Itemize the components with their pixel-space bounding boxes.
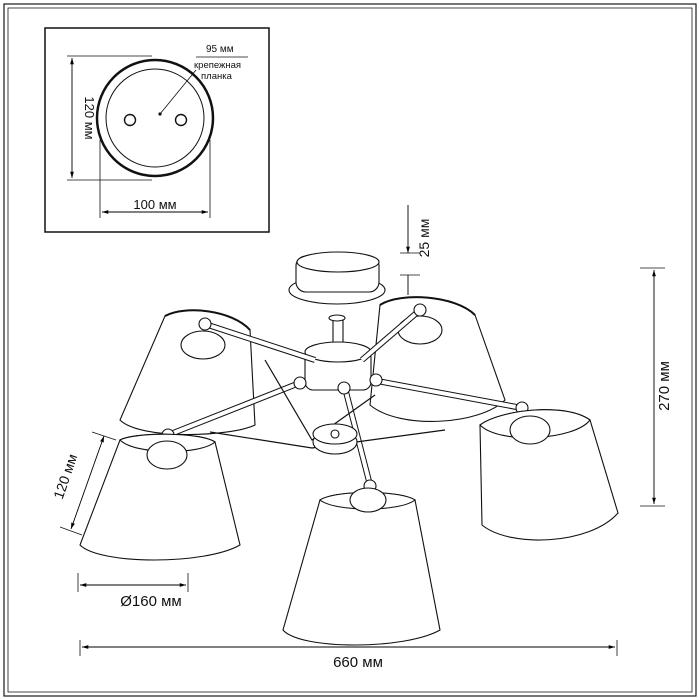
mount-hole-right [174, 113, 188, 127]
socket-front-right [509, 415, 551, 445]
inset-95-label: 95 мм [206, 44, 234, 55]
mounting-plate-label-2: планка [201, 71, 233, 82]
mounting-plate-label-1: крепежная [194, 60, 241, 71]
inset-100-label: 100 мм [133, 197, 176, 212]
lower-brace [209, 429, 446, 449]
socket-front-left [146, 440, 188, 470]
stem-cap [328, 314, 346, 322]
shade-back-right-rim [379, 296, 476, 316]
inner-frame [7, 7, 693, 693]
total-height-label: 270 мм [656, 361, 673, 411]
ext-120-bottom [59, 526, 83, 536]
shade-height-label: 120 мм [50, 452, 80, 501]
arm-front-center [343, 387, 372, 486]
shade-back-left-rim [164, 309, 251, 331]
knuckle-hub-center [337, 381, 351, 395]
knuckle-hub-left [293, 376, 307, 390]
dim-shade-height [70, 435, 105, 530]
canopy-outer-circle [95, 58, 215, 178]
socket-front-center [349, 487, 387, 513]
arm-back-right [360, 308, 422, 362]
knuckle-back-left [198, 317, 212, 331]
mounting-inset: 95 мм крепежная планка 120 мм 100 мм [44, 27, 270, 233]
arm-back-left [204, 322, 316, 362]
knuckle-hub-right [369, 373, 383, 387]
total-width-label: 660 мм [333, 654, 383, 671]
shade-front-center [282, 492, 441, 646]
socket-back-left [180, 330, 226, 360]
leader-line [159, 69, 197, 115]
canopy-top [296, 251, 380, 273]
chandelier [79, 251, 619, 646]
lower-hub-bolt [330, 429, 340, 439]
shade-back-left [119, 309, 256, 436]
arm-front-left [167, 380, 303, 437]
canopy-height-label: 25 мм [416, 219, 432, 258]
outer-frame [3, 3, 697, 697]
shade-diameter-label: Ø160 мм [120, 593, 182, 610]
knuckle-back-right [413, 303, 427, 317]
arm-front-right [371, 378, 523, 410]
lower-brace-2 [264, 359, 376, 441]
dimensions: 25 мм 270 мм 120 мм Ø160 мм 660 мм [50, 205, 673, 671]
canopy-inner-circle [105, 68, 205, 168]
inset-120-label: 120 мм [82, 96, 97, 139]
mount-hole-left [123, 113, 137, 127]
